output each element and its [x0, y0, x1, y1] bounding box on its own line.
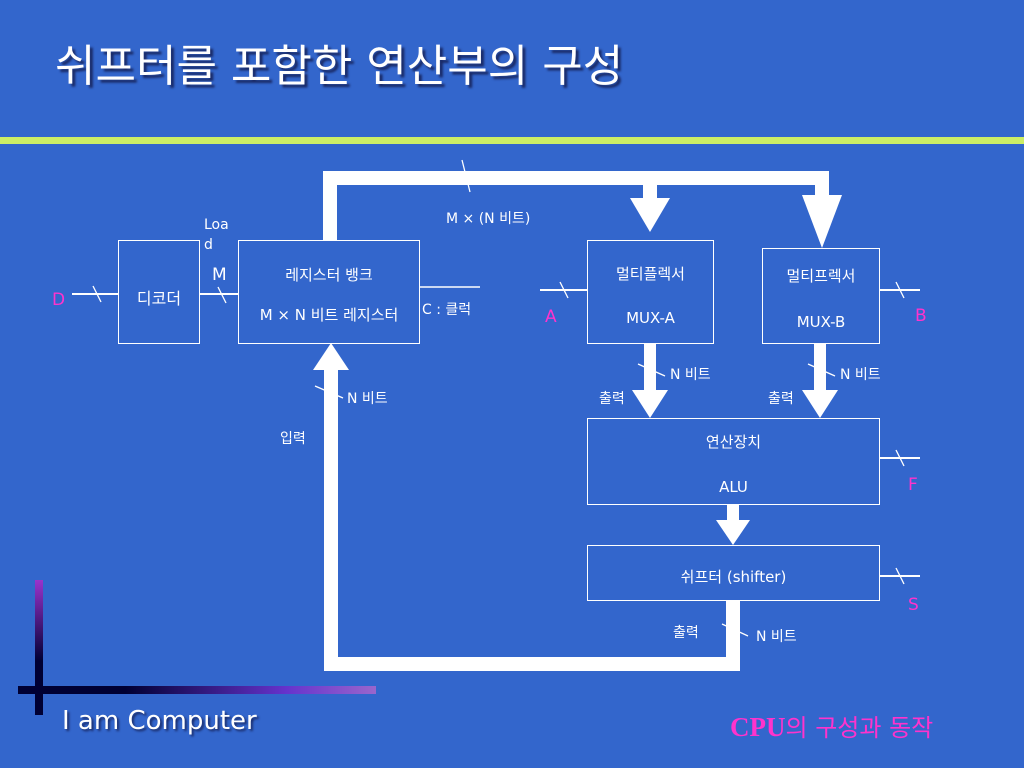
load-label-line2: d — [204, 237, 213, 253]
signal-f-label: F — [908, 475, 918, 495]
corner-horizontal-line — [18, 686, 376, 694]
mux-a-name: MUX-A — [626, 309, 675, 327]
tick-shift-out — [721, 623, 749, 637]
register-bank-subtitle: M × N 비트 레지스터 — [259, 306, 399, 324]
decoder-box: 디코더 — [118, 240, 200, 344]
arrowhead-to-register-bank — [313, 343, 349, 370]
shifter-box: 쉬프터 (shifter) — [587, 545, 880, 601]
nbit-mux-a-label: N 비트 — [670, 367, 711, 383]
clock-label: C : 클럭 — [422, 302, 472, 318]
alu-name: ALU — [719, 478, 748, 496]
input-label: 입력 — [280, 431, 306, 447]
m-label: M — [212, 265, 227, 285]
tick-m — [217, 286, 227, 304]
slide-title: 쉬프터를 포함한 연산부의 구성 — [55, 41, 624, 92]
top-bus-line — [323, 171, 829, 240]
alu-box: 연산장치 ALU — [587, 418, 880, 505]
tick-s — [895, 567, 905, 585]
mux-a-title: 멀티플렉서 — [615, 265, 685, 283]
title-underline-bar — [0, 137, 1024, 144]
tick-input — [314, 385, 344, 399]
signal-b-label: B — [915, 306, 927, 326]
nbit-input-label: N 비트 — [347, 391, 388, 407]
nbit-mux-b-label: N 비트 — [840, 367, 881, 383]
arrowhead-to-mux-a — [630, 198, 670, 232]
tick-bus — [461, 159, 471, 193]
footer-right-text: CPU의 구성과 동작 — [730, 708, 933, 743]
register-bank-title: 레지스터 뱅크 — [285, 266, 373, 284]
output-shifter-label: 출력 — [673, 625, 699, 641]
register-bank-box: 레지스터 뱅크 M × N 비트 레지스터 — [238, 240, 420, 344]
load-label-line1: Loa — [204, 217, 229, 233]
shifter-label: 쉬프터 (shifter) — [680, 568, 787, 586]
signal-s-label: S — [908, 595, 919, 615]
footer-left-text: I am Computer — [62, 706, 257, 736]
arrowhead-to-mux-b — [802, 195, 842, 248]
mux-b-title: 멀티프렉서 — [786, 267, 856, 285]
tick-f — [895, 449, 905, 467]
feedback-loop-line — [324, 368, 740, 671]
tick-a — [559, 281, 569, 299]
output-mux-a-label: 출력 — [599, 391, 625, 407]
mux-b-box: 멀티프렉서 MUX-B — [762, 248, 880, 344]
corner-vertical-line — [35, 580, 43, 715]
bus-top-label: M × (N 비트) — [446, 211, 531, 227]
tick-a-out — [637, 363, 666, 377]
tick-b — [895, 281, 905, 299]
footer-suffix-text: 의 구성과 동작 — [785, 714, 934, 742]
arrowhead-mux-a-to-alu — [632, 390, 668, 418]
mux-b-name: MUX-B — [796, 313, 846, 331]
tick-d — [92, 285, 102, 303]
decoder-label: 디코더 — [136, 289, 182, 308]
output-mux-b-label: 출력 — [768, 391, 794, 407]
tick-b-out — [807, 363, 836, 377]
alu-title: 연산장치 — [705, 433, 762, 451]
arrowhead-mux-b-to-alu — [802, 390, 838, 418]
mux-a-box: 멀티플렉서 MUX-A — [587, 240, 714, 344]
signal-d-label: D — [52, 290, 66, 310]
footer-cpu-text: CPU — [730, 712, 786, 742]
signal-a-label: A — [545, 307, 557, 327]
nbit-shifter-label: N 비트 — [756, 629, 797, 645]
arrowhead-alu-to-shifter — [716, 520, 750, 545]
